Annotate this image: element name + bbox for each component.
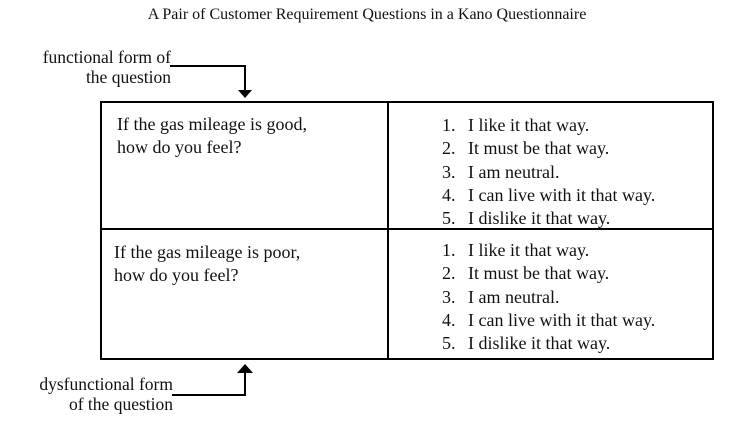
option: 2.It must be that way. [442, 263, 610, 284]
functional-options: 1.I like it that way. 2.It must be that … [442, 114, 655, 230]
dysfunctional-label-line1: dysfunctional form [39, 374, 173, 394]
column-divider [387, 101, 389, 360]
option: 5.I dislike it that way. [442, 208, 611, 229]
functional-label-line2: the question [85, 67, 171, 87]
functional-question: If the gas mileage is good, how do you f… [117, 113, 307, 159]
option: 1.I like it that way. [442, 115, 590, 135]
option: 3.I am neutral. [442, 161, 560, 182]
dysfunctional-options: 1.I like it that way. 2.It must be that … [442, 239, 655, 355]
dysfunctional-arrow [172, 364, 253, 396]
functional-arrow [170, 65, 252, 98]
diagram-title: A Pair of Customer Requirement Questions… [147, 6, 587, 23]
question-line: If the gas mileage is poor, [114, 242, 301, 262]
functional-label: functional form of the question [43, 47, 171, 87]
question-line: how do you feel? [117, 137, 242, 157]
dysfunctional-label-line2: of the question [68, 394, 173, 414]
dysfunctional-label: dysfunctional form of the question [39, 374, 173, 414]
question-table [100, 101, 714, 360]
option: 1.I like it that way. [442, 240, 590, 260]
option: 4.I can live with it that way. [442, 184, 656, 205]
dysfunctional-question: If the gas mileage is poor, how do you f… [114, 241, 300, 287]
option: 5.I dislike it that way. [442, 333, 611, 354]
question-line: how do you feel? [114, 265, 239, 285]
option: 4.I can live with it that way. [442, 309, 656, 330]
functional-label-line1: functional form of [42, 47, 171, 67]
question-line: If the gas mileage is good, [117, 114, 307, 134]
option: 3.I am neutral. [442, 286, 560, 307]
option: 2.It must be that way. [442, 138, 610, 159]
row-divider [100, 228, 714, 230]
